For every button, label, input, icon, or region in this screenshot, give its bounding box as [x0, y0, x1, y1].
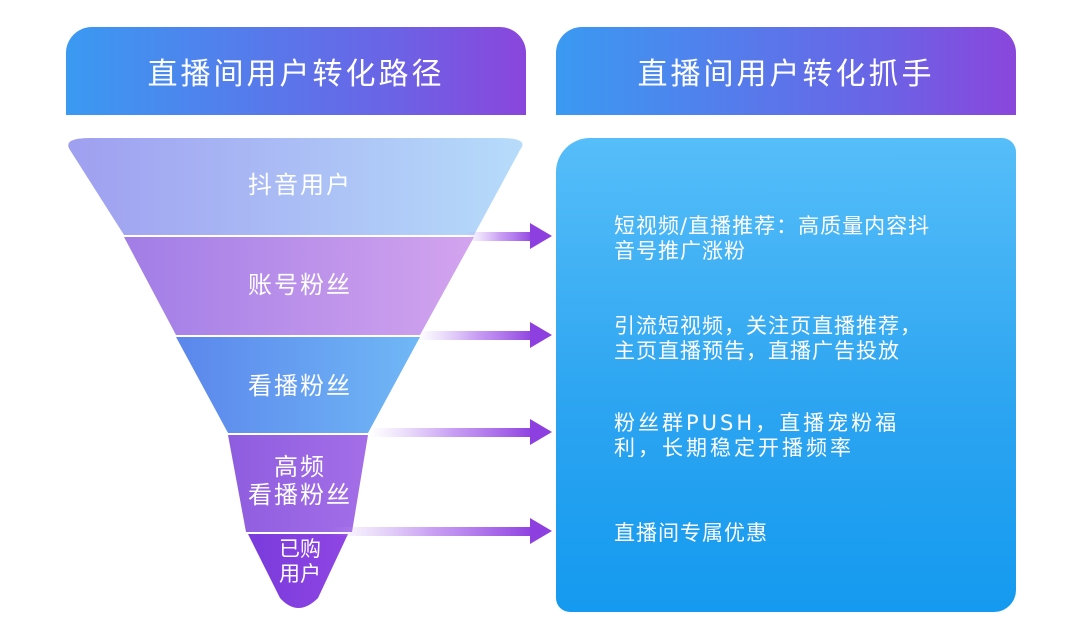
hook-line: 粉丝群PUSH，直播宠粉福 — [614, 411, 900, 435]
funnel-label-line: 用户 — [279, 562, 321, 586]
funnel-label-frequent-viewers: 高频 看播粉丝 — [200, 453, 400, 509]
hook-line: 音号推广涨粉 — [614, 239, 746, 263]
hook-line: 主页直播预告，直播广告投放 — [614, 339, 900, 363]
funnel-level-3 — [176, 337, 420, 433]
hooks-header-title: 直播间用户转化抓手 — [637, 57, 935, 92]
funnel-label-douyin-users: 抖音用户 — [200, 171, 400, 199]
funnel-label-account-fans: 账号粉丝 — [200, 271, 400, 299]
hook-item-fan-group: 粉丝群PUSH，直播宠粉福 利，长期稳定开播频率 — [614, 411, 974, 461]
funnel-level-4 — [228, 435, 368, 532]
hook-line: 直播间专属优惠 — [614, 521, 768, 545]
hook-item-exclusive-offer: 直播间专属优惠 — [614, 521, 974, 546]
connector-arrow-2 — [418, 322, 552, 348]
funnel-label-viewing-fans: 看播粉丝 — [200, 372, 400, 400]
hook-line: 利，长期稳定开播频率 — [614, 436, 854, 460]
funnel-label-line: 已购 — [279, 537, 321, 561]
connector-arrow-3 — [370, 419, 552, 445]
funnel-label-line: 抖音用户 — [248, 171, 352, 199]
path-header-title: 直播间用户转化路径 — [147, 57, 445, 92]
funnel-level-5 — [248, 534, 348, 608]
funnel-label-line: 看播粉丝 — [248, 372, 352, 400]
hook-item-traffic: 引流短视频，关注页直播推荐， 主页直播预告，直播广告投放 — [614, 314, 974, 364]
hooks-panel — [556, 138, 1016, 612]
funnel-level-2 — [124, 237, 474, 335]
hook-line: 短视频/直播推荐：高质量内容抖 — [614, 214, 931, 238]
connector-arrow-4 — [330, 518, 552, 544]
funnel-label-line: 高频 — [274, 453, 326, 481]
connector-arrow-1 — [466, 223, 552, 249]
funnel-level-1 — [68, 138, 523, 235]
funnel-label-line: 账号粉丝 — [248, 271, 352, 299]
hooks-header: 直播间用户转化抓手 — [556, 27, 1016, 115]
hook-item-recommendation: 短视频/直播推荐：高质量内容抖 音号推广涨粉 — [614, 214, 974, 264]
path-header: 直播间用户转化路径 — [66, 27, 526, 115]
funnel-label-line: 看播粉丝 — [248, 481, 352, 509]
funnel-label-purchased-users: 已购 用户 — [250, 537, 350, 587]
hook-line: 引流短视频，关注页直播推荐， — [614, 314, 922, 338]
